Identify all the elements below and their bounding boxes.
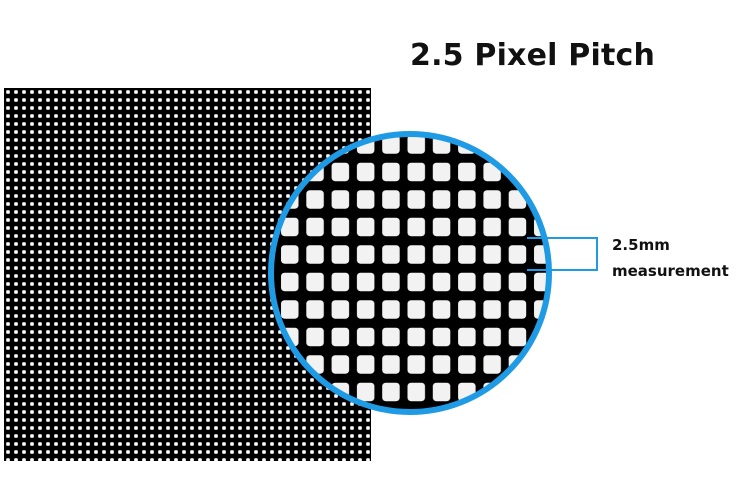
magnified-view xyxy=(271,134,549,412)
callout-label: measurement xyxy=(612,262,729,280)
measurement-callout: 2.5mm measurement xyxy=(612,232,729,284)
callout-value: 2.5mm xyxy=(612,236,670,254)
magnifier-ring xyxy=(268,131,552,415)
measurement-bracket xyxy=(527,237,598,271)
diagram-title: 2.5 Pixel Pitch xyxy=(410,38,656,73)
